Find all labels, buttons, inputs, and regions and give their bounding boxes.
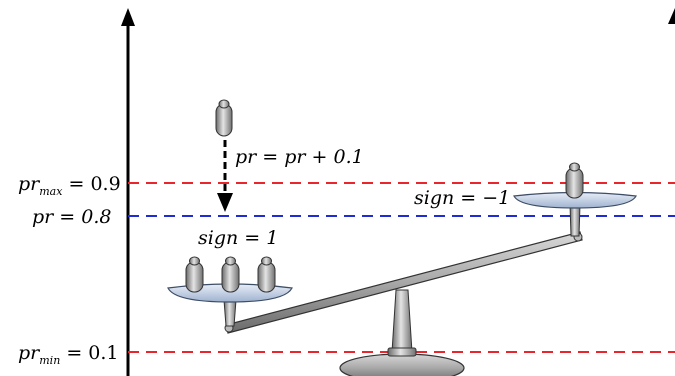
right-pan (513, 191, 637, 237)
seesaw-base (339, 289, 465, 376)
update-rule-label: pr = pr + 0.1 (235, 146, 364, 168)
left-axis (121, 8, 135, 376)
weight-icon (257, 256, 276, 293)
left-pan-weights (185, 256, 276, 293)
drop-arrow (217, 140, 233, 212)
pr-max-label: prmax = 0.9 (18, 173, 121, 198)
weight-icon (185, 256, 204, 293)
right-axis (668, 8, 675, 24)
pr-min-label: prmin = 0.1 (18, 342, 119, 367)
weight-icon (221, 256, 240, 293)
pr-current-label: pr = 0.8 (32, 206, 111, 228)
sign-left-label: sign = 1 (198, 227, 278, 249)
falling-weight (215, 99, 233, 137)
sign-right-label: sign = −1 (414, 187, 510, 209)
weight-icon (565, 162, 584, 199)
